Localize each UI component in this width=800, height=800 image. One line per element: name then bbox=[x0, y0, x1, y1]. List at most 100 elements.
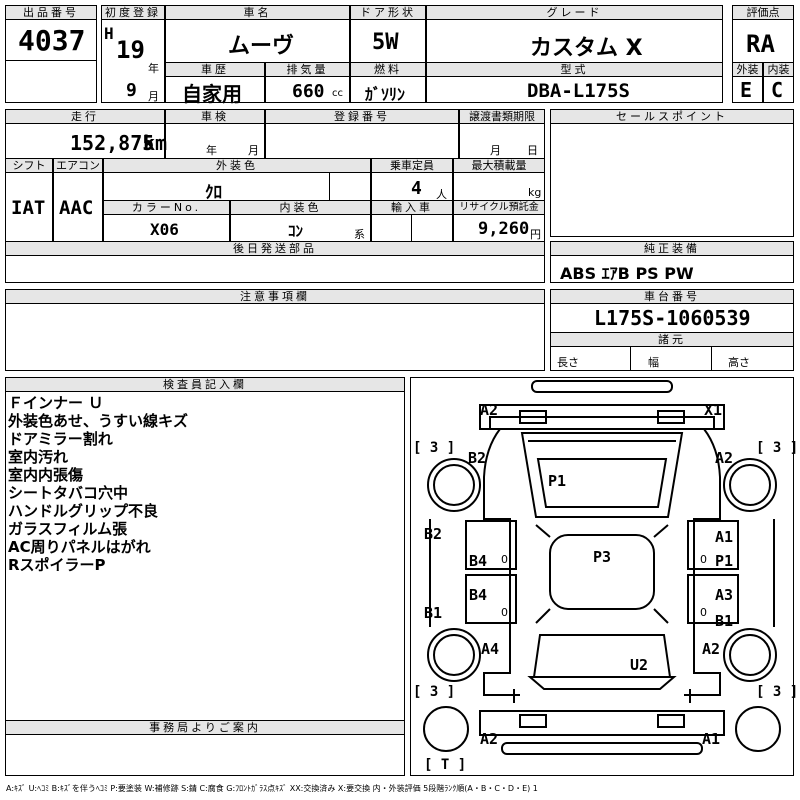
inspector-label: 検査員記入欄 bbox=[5, 377, 405, 392]
mark-right-door-rear: A3 bbox=[715, 586, 734, 604]
door-fr bbox=[687, 520, 739, 570]
history-box bbox=[165, 76, 265, 103]
taillight-left bbox=[519, 714, 547, 728]
chassis-value: L175S-1060539 bbox=[594, 306, 751, 330]
headlight-left bbox=[519, 410, 547, 424]
mark-fender-left: B2 bbox=[468, 449, 487, 467]
score-label: 評価点 bbox=[732, 5, 794, 20]
inspector-comment-line: ハンドルグリップ不良 bbox=[8, 502, 159, 520]
history-label: 車歴 bbox=[165, 62, 265, 77]
displacement-label: 排気量 bbox=[265, 62, 350, 77]
tire-fl-score: [ 3 ] bbox=[413, 440, 456, 456]
max-load-unit: kg bbox=[528, 186, 542, 199]
inspection-year-unit: 年 bbox=[206, 144, 217, 157]
grade-label: グレード bbox=[426, 5, 723, 20]
tire-spare-left bbox=[423, 706, 469, 752]
hood bbox=[520, 432, 684, 518]
door-label: ドア形状 bbox=[350, 5, 426, 20]
car-diagram bbox=[423, 380, 781, 755]
chassis-label: 車台番号 bbox=[550, 289, 794, 304]
body-left bbox=[483, 428, 520, 696]
import-box bbox=[371, 214, 412, 242]
mark-left-door-rear: B4 bbox=[469, 586, 488, 604]
car-name-value: ムーヴ bbox=[228, 34, 295, 59]
first-reg-month-unit: 月 bbox=[148, 90, 159, 103]
capacity-unit: 人 bbox=[436, 188, 447, 201]
tire-fr-score: [ 3 ] bbox=[756, 440, 799, 456]
int-color-label: 内装色 bbox=[230, 200, 371, 215]
inspector-comment-line: ガラスフィルム張 bbox=[8, 520, 128, 538]
notes-label: 注意事項欄 bbox=[5, 289, 545, 304]
import-box2 bbox=[411, 214, 453, 242]
displacement-value: 660 bbox=[292, 81, 325, 102]
equipment-value: ABS ｴｱB PS PW bbox=[560, 264, 694, 283]
tire-rl bbox=[427, 628, 481, 682]
interior-label: 内装 bbox=[763, 62, 794, 77]
spec-height-box bbox=[711, 346, 794, 371]
mark-left-door-front: B4 bbox=[469, 552, 488, 570]
model-value: DBA-L175S bbox=[527, 80, 630, 102]
recycle-label: リサイクル預託金 bbox=[453, 200, 545, 215]
specs-label: 諸元 bbox=[550, 332, 794, 347]
equipment-label: 純正装備 bbox=[550, 241, 794, 256]
mark-front-left: A2 bbox=[480, 401, 499, 419]
color-no-value: X06 bbox=[150, 220, 179, 239]
int-color-value: ｺﾝ bbox=[288, 222, 304, 240]
mark-rear-left-q: A4 bbox=[481, 640, 500, 658]
mark-rear-right: A1 bbox=[702, 730, 721, 748]
first-reg-era: H bbox=[104, 24, 114, 43]
inspector-comment-line: 室内汚れ bbox=[8, 448, 69, 466]
mark-left-door-upper: B2 bbox=[424, 525, 443, 543]
inspector-comment-line: Ｆインナー Ｕ bbox=[8, 394, 104, 412]
damage-diagram-box bbox=[410, 377, 794, 776]
windshield bbox=[536, 458, 668, 508]
score-value: RA bbox=[746, 30, 775, 58]
reg-no-label: 登録番号 bbox=[265, 109, 459, 124]
mark-right-door-rear2: B1 bbox=[715, 612, 734, 630]
inspection-month-unit: 月 bbox=[248, 144, 259, 157]
tire-rr-score: [ 3 ] bbox=[756, 684, 799, 700]
notes-box bbox=[5, 303, 545, 371]
color-no-label: カラーNo. bbox=[103, 200, 230, 215]
front-bumper bbox=[531, 380, 673, 393]
tire-fr bbox=[723, 458, 777, 512]
mileage-unit: km bbox=[143, 131, 168, 155]
import-label: 輸入車 bbox=[371, 200, 453, 215]
mark-zero-1: 0 bbox=[501, 553, 508, 566]
inspector-comment-line: ドアミラー割れ bbox=[8, 430, 113, 448]
spec-width-label: 幅 bbox=[648, 356, 659, 369]
displacement-box bbox=[265, 76, 350, 103]
recycle-value: 9,260 bbox=[478, 219, 530, 239]
first-reg-year-unit: 年 bbox=[148, 62, 159, 75]
tire-fl bbox=[427, 458, 481, 512]
legend-text: A:ｷｽﾞ U:ﾍｺﾐ B:ｷｽﾞを伴うﾍｺﾐ P:要塗装 W:補修跡 S:錆 … bbox=[6, 784, 538, 793]
later-parts-label: 後日発送部品 bbox=[5, 241, 545, 256]
exterior-value: E bbox=[740, 78, 753, 102]
lot-blank bbox=[5, 60, 97, 103]
aircon-value: AAC bbox=[59, 197, 94, 219]
mark-roof: P3 bbox=[593, 548, 612, 566]
fuel-label: 燃料 bbox=[350, 62, 426, 77]
body-right bbox=[684, 428, 721, 696]
sales-point-box bbox=[550, 123, 794, 237]
mileage-value: 152,875 bbox=[70, 131, 155, 155]
recycle-unit: 円 bbox=[530, 228, 541, 241]
ext-color-value: ｸﾛ bbox=[205, 183, 222, 203]
lot-number: 4037 bbox=[18, 24, 86, 57]
max-load-label: 最大積載量 bbox=[453, 158, 545, 173]
rear-bumper bbox=[501, 742, 703, 755]
taillight-right bbox=[657, 714, 685, 728]
int-color-unit: 系 bbox=[354, 228, 365, 241]
spec-width-box bbox=[630, 346, 712, 371]
rear-panel bbox=[479, 710, 725, 736]
model-label: 型式 bbox=[426, 62, 723, 77]
mark-right-door-front2: P1 bbox=[715, 552, 734, 570]
lot-label: 出品番号 bbox=[5, 5, 97, 20]
mark-zero-3: 0 bbox=[700, 553, 707, 566]
inspector-comment-line: AC周りパネルはがれ bbox=[8, 538, 151, 556]
inspector-comment-line: 外装色あせ、うすい線キズ bbox=[8, 412, 189, 430]
door-value: 5W bbox=[372, 30, 399, 55]
later-parts-box bbox=[5, 255, 545, 283]
door-fl bbox=[465, 520, 517, 570]
